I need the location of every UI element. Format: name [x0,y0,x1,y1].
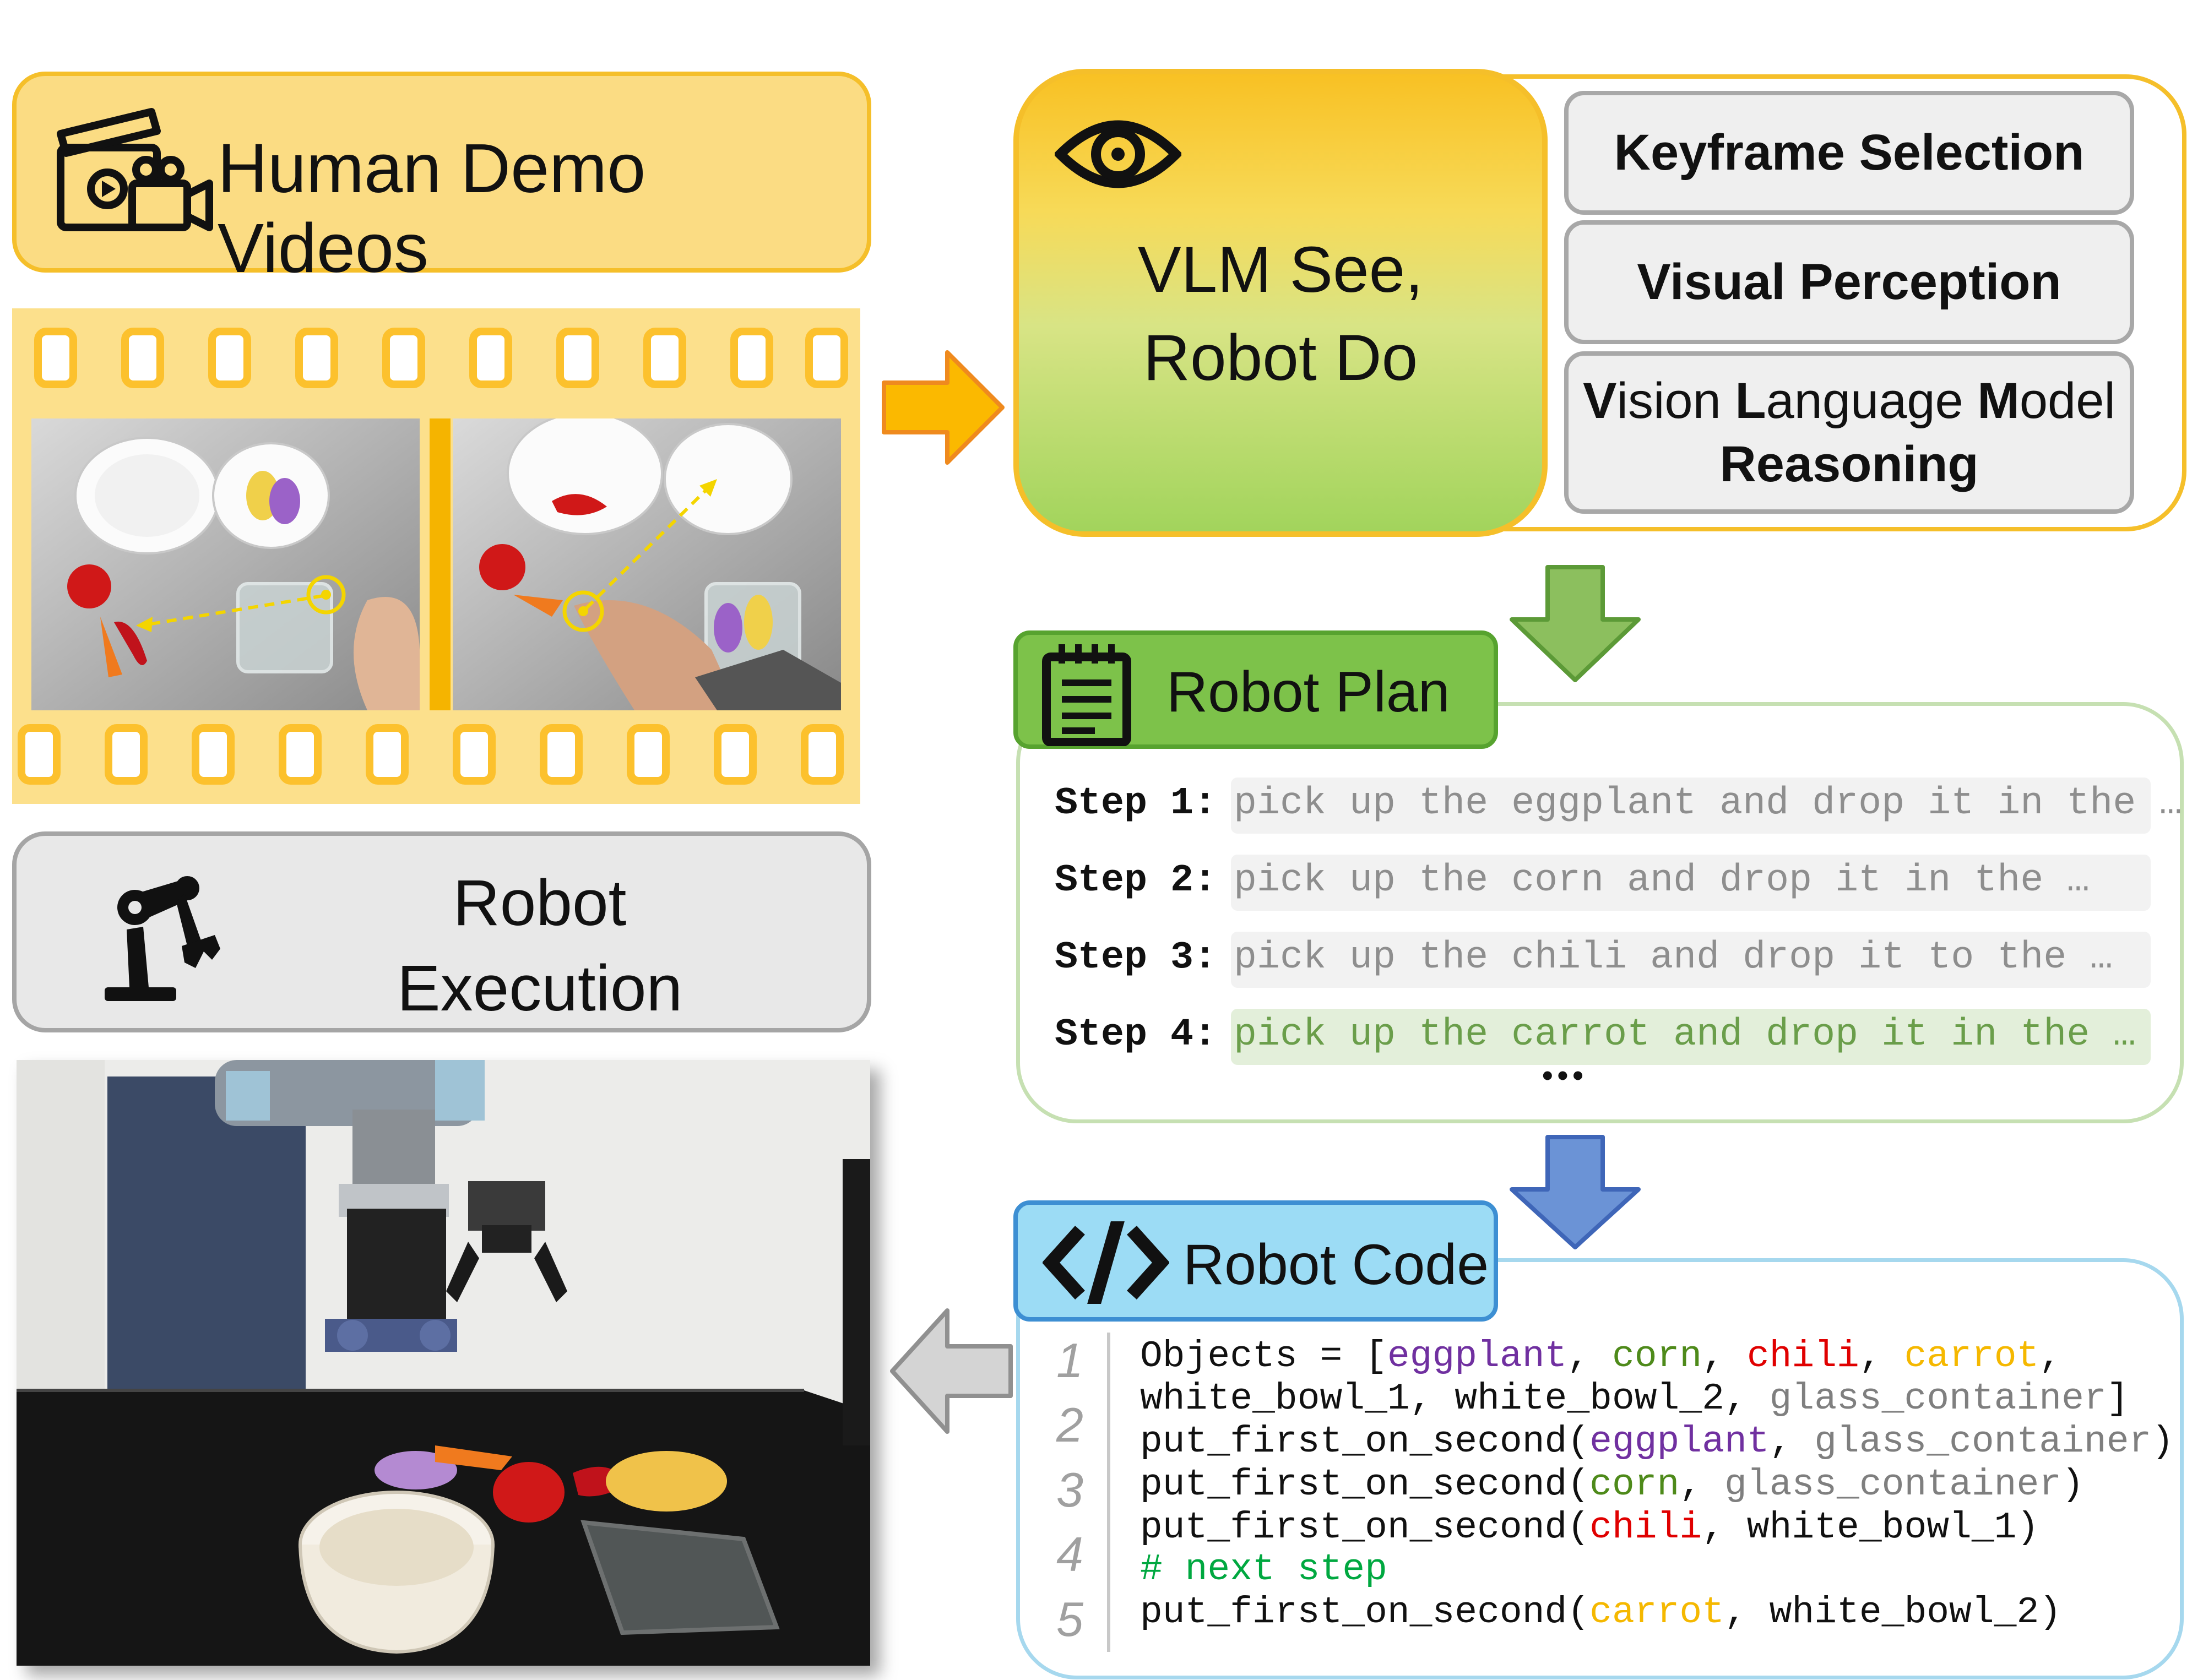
film-hole [453,724,496,785]
step-3-text: pick up the chili and drop it to the … [1234,936,2113,980]
robot-code-title: Robot Code [1183,1233,1489,1297]
vlm-see-robot-do-box: VLM See, Robot Do [1013,69,1548,537]
plan-ellipsis: ••• [1542,1058,1588,1092]
film-hole [192,724,235,785]
demo-frame-1 [31,418,420,710]
human-demo-videos-title: Human Demo Videos [218,129,646,287]
code-line-2: white_bowl_1, white_bowl_2, glass_contai… [1140,1378,2129,1420]
film-hole [627,724,670,785]
robot-plan-title: Robot Plan [1166,660,1450,724]
notepad-icon [1042,644,1131,746]
step-3-label: Step 3: [1055,936,1217,980]
execution-title-line1: Robot [453,867,627,939]
visual-perception-box: Visual Perception [1564,220,2134,344]
line-number: 5 [1056,1592,1083,1646]
film-hole [105,724,148,785]
step-2-label: Step 2: [1055,859,1217,902]
film-hole [469,328,512,388]
film-hole [295,328,338,388]
human-demo-videos-header: Human Demo Videos [12,72,871,287]
vlm-reasoning-line1: Vision Language Model [1583,372,2115,429]
film-hole [382,328,425,388]
line-number: 4 [1056,1527,1083,1581]
robot-code-panel [1016,1258,2184,1679]
code-line-5: put_first_on_second(chili, white_bowl_1) [1140,1507,2039,1549]
step-3-bg [1231,932,2151,988]
step-1-label: Step 1: [1055,782,1217,825]
code-line-1: Objects = [eggplant, corn, chili, carrot… [1140,1335,2062,1378]
line-number: 2 [1056,1398,1083,1452]
code-gutter-line [1107,1333,1110,1652]
step-1-text: pick up the eggplant and drop it in the … [1234,782,2183,825]
robot-execution-photo [17,1060,870,1666]
step-4-text: pick up the carrot and drop it in the … [1234,1013,2136,1057]
film-divider [430,418,451,710]
film-hole [805,328,848,388]
film-hole [801,724,844,785]
eye-icon [1055,120,1181,188]
arrow-code-to-execution [890,1308,1013,1434]
vlm-reasoning-line2: Reasoning [1719,436,1979,492]
robot-execution-header: Robot Execution [12,831,871,1032]
execution-title-line2: Execution [397,952,683,1025]
robot-arm-icon [105,876,220,1001]
step-1-bg [1231,778,2151,834]
vlm-reasoning-box: Vision Language Model Reasoning [1564,351,2134,514]
film-hole [121,328,164,388]
step-4-label: Step 4: [1055,1013,1217,1057]
line-number: 1 [1056,1333,1083,1388]
keyframe-selection-box: Keyframe Selection [1564,91,2134,215]
line-number: 3 [1056,1462,1083,1517]
film-hole [730,328,773,388]
film-hole [366,724,409,785]
film-hole [208,328,251,388]
code-line-7: put_first_on_second(carrot, white_bowl_2… [1140,1591,2062,1634]
vlm-title-line1: VLM See, [1137,233,1424,306]
film-hole [643,328,686,388]
code-line-6: # next step [1140,1548,1387,1591]
film-hole [34,328,77,388]
arrow-plan-to-code [1510,1135,1641,1249]
film-hole [18,724,61,785]
film-hole [540,724,583,785]
step-2-text: pick up the corn and drop it in the … [1234,859,2090,902]
robot-code-tab: Robot Code [1013,1200,1498,1322]
code-brackets-icon [1043,1221,1169,1304]
arrow-demo-to-vlm [882,350,1005,465]
code-line-3: put_first_on_second(eggplant, glass_cont… [1140,1421,2174,1463]
robot-plan-tab: Robot Plan [1013,630,1498,749]
arrow-vlm-to-plan [1510,565,1641,682]
film-hole [279,724,322,785]
film-hole [714,724,757,785]
keyframe-selection-label: Keyframe Selection [1614,124,2085,181]
demo-frame-2 [453,418,841,710]
vlm-title-line2: Robot Do [1143,322,1418,394]
film-strip [12,308,860,804]
step-4-bg [1231,1009,2151,1065]
visual-perception-label: Visual Perception [1637,254,2061,310]
film-hole [556,328,599,388]
code-line-4: put_first_on_second(corn, glass_containe… [1140,1464,2084,1506]
clapperboard-video-icon [57,108,213,231]
step-2-bg [1231,855,2151,911]
